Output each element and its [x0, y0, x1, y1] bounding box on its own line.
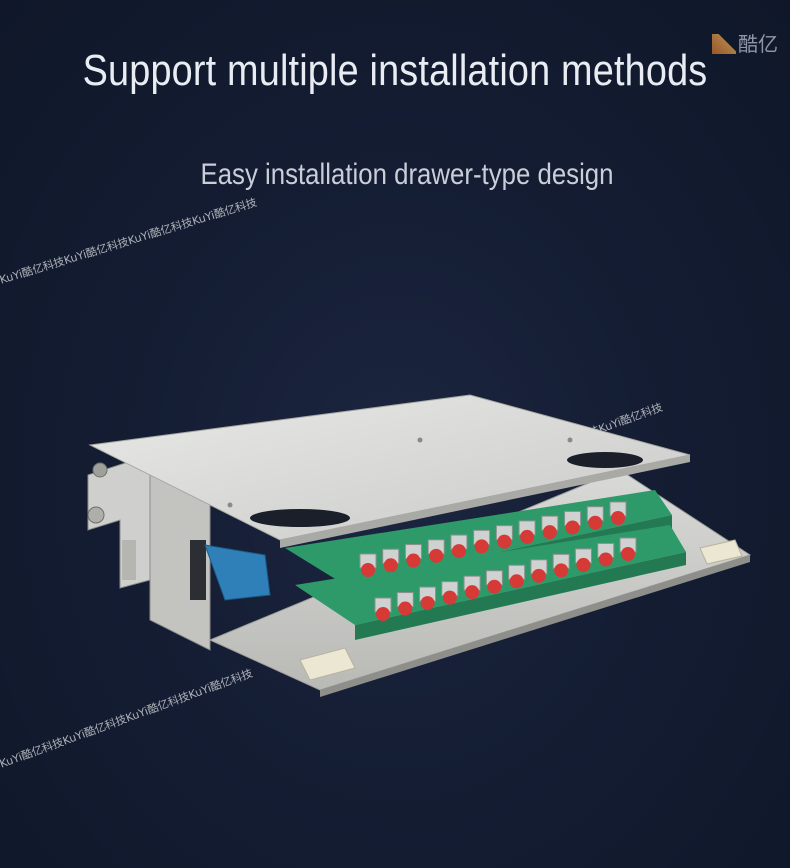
brand-logo: 酷亿	[712, 28, 778, 57]
cable-spool	[204, 544, 271, 601]
fc-connector-cap	[497, 534, 512, 549]
fc-connector-cap	[542, 525, 557, 540]
fc-connector-cap	[611, 511, 625, 525]
fc-connector-cap	[465, 585, 480, 600]
headline: Support multiple installation methods	[82, 46, 708, 95]
fc-connector-cap	[531, 568, 546, 583]
fc-connector-cap	[520, 529, 535, 544]
fc-connector-cap	[565, 520, 580, 535]
fc-connector-cap	[383, 558, 398, 573]
adapter-row-top	[359, 501, 627, 577]
brand-logo-text: 酷亿	[738, 32, 778, 56]
fc-connector-cap	[376, 607, 390, 621]
fc-connector-cap	[554, 563, 569, 578]
adapter-row-bottom	[374, 537, 637, 621]
cable-tie-pad	[299, 647, 356, 681]
fc-connector-cap	[451, 544, 466, 559]
flame-logo-icon	[712, 34, 736, 54]
fc-connector-cap	[361, 563, 375, 577]
fc-connector-cap	[420, 596, 435, 611]
fc-connector-cap	[621, 547, 635, 561]
fc-connector-cap	[487, 579, 502, 594]
fc-connector-cap	[406, 553, 421, 568]
fc-connector-cap	[398, 601, 413, 616]
fc-connector-cap	[509, 574, 524, 589]
subheadline: Easy installation drawer-type design	[200, 158, 614, 191]
fc-connector-cap	[474, 539, 489, 554]
fc-connector-cap	[598, 552, 613, 567]
fc-connector-cap	[576, 557, 591, 572]
fc-connector-cap	[588, 515, 603, 530]
cable-tie-pad	[699, 539, 743, 565]
fc-connector-cap	[442, 590, 457, 605]
fc-connector-cap	[429, 548, 444, 563]
